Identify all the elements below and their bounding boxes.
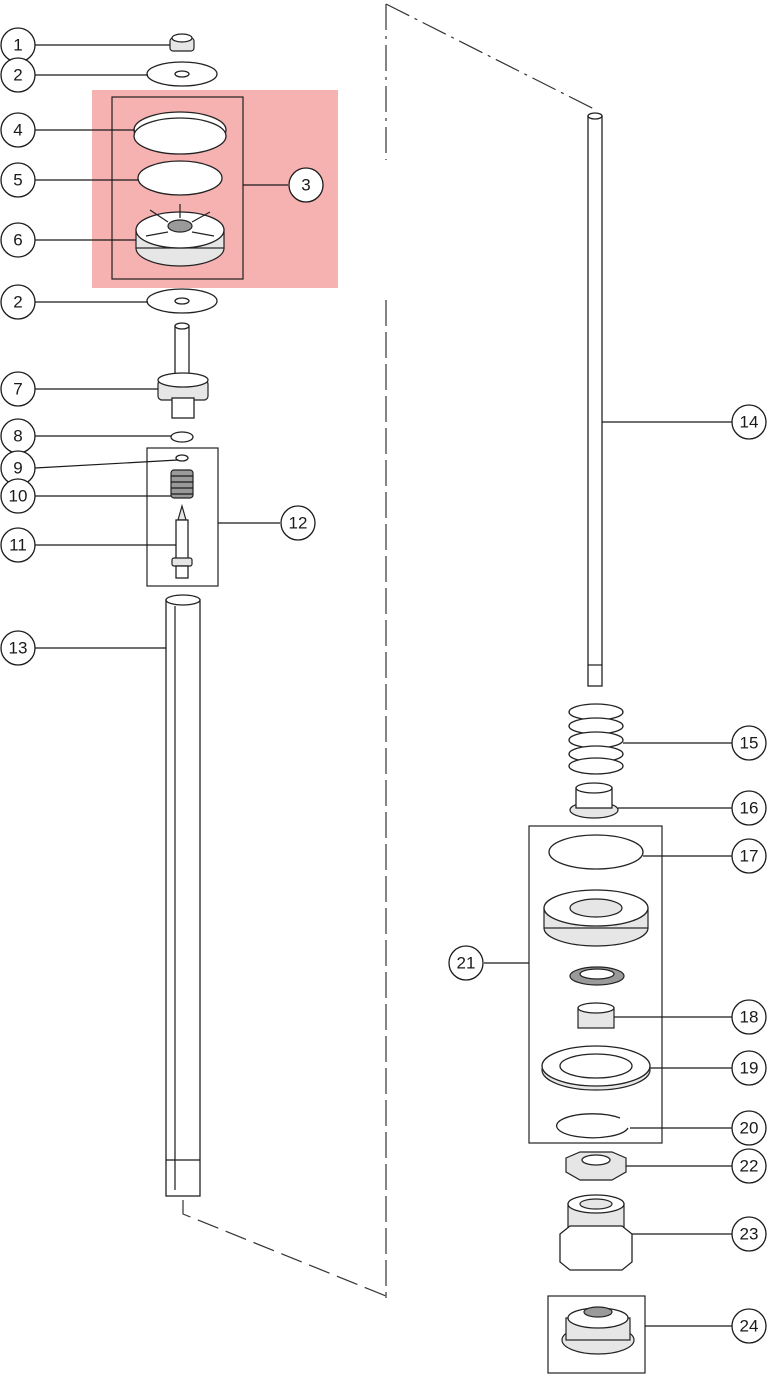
part-4-ring: [133, 111, 227, 155]
callout-label: 3: [301, 176, 310, 195]
callout-12: 12: [280, 505, 316, 541]
callout-2-bottom: 2: [0, 284, 36, 320]
callout-label: 18: [740, 1008, 759, 1027]
part-15-large-spring: [568, 703, 624, 775]
callout-21: 21: [448, 945, 484, 981]
part-2-washer-bottom: [146, 288, 218, 314]
callout-19: 19: [731, 1050, 767, 1086]
callout-23: 23: [731, 1216, 767, 1252]
part-22-hex-nut: [565, 1151, 627, 1181]
kit-box-24: [547, 1295, 646, 1374]
part-16-spring-seat: [569, 782, 619, 819]
callout-label: 5: [13, 171, 22, 190]
part-1-cap-nut: [169, 33, 195, 52]
callout-label: 13: [9, 639, 28, 658]
part-10-spring: [170, 469, 194, 499]
callout-label: 23: [740, 1225, 759, 1244]
callout-16: 16: [731, 790, 767, 826]
callout-label: 2: [13, 293, 22, 312]
part-13-riser-tube: [165, 594, 201, 1197]
callout-1: 1: [0, 27, 36, 63]
callout-7: 7: [0, 371, 36, 407]
part-19-washer: [541, 1045, 651, 1091]
part-17-o-ring: [548, 834, 644, 870]
callout-label: 21: [457, 954, 476, 973]
callout-24: 24: [731, 1308, 767, 1344]
callout-label: 15: [740, 734, 759, 753]
connection-dashed-line: [182, 3, 597, 1298]
callout-label: 1: [13, 36, 22, 55]
callout-label: 20: [740, 1119, 759, 1138]
callout-10: 10: [0, 478, 36, 514]
callout-label: 10: [9, 487, 28, 506]
part-6-impeller: [135, 204, 225, 267]
callout-label: 8: [13, 427, 22, 446]
callout-20: 20: [731, 1110, 767, 1146]
part-5-o-ring: [137, 160, 223, 196]
callout-22: 22: [731, 1148, 767, 1184]
callout-label: 2: [13, 66, 22, 85]
part-9-seal: [175, 454, 189, 462]
callout-label: 22: [740, 1157, 759, 1176]
callout-label: 14: [740, 413, 759, 432]
callout-label: 4: [13, 121, 22, 140]
part-8-small-washer: [170, 431, 194, 443]
callout-label: 7: [13, 380, 22, 399]
callout-11: 11: [0, 527, 36, 563]
callout-15: 15: [731, 725, 767, 761]
kit-box-12: [146, 447, 219, 587]
part-7-shaft-body: [157, 322, 209, 419]
callout-8: 8: [0, 418, 36, 454]
callout-3: 3: [288, 167, 324, 203]
kit-box-3: [111, 96, 244, 280]
callout-label: 24: [740, 1317, 759, 1336]
callout-label: 19: [740, 1059, 759, 1078]
part-21-seal-housing: [543, 889, 649, 947]
part-24-valve-cartridge: [561, 1306, 635, 1355]
callout-14: 14: [731, 404, 767, 440]
callout-label: 17: [740, 847, 759, 866]
callout-label: 11: [9, 536, 27, 555]
callout-6: 6: [0, 222, 36, 258]
part-14-pump-rod: [587, 112, 603, 687]
callout-label: 9: [13, 459, 22, 478]
callout-18: 18: [731, 999, 767, 1035]
callout-13: 13: [0, 630, 36, 666]
callout-2-top: 2: [0, 57, 36, 93]
callout-label: 12: [289, 514, 308, 533]
kit-box-21: [528, 825, 663, 1144]
callout-4: 4: [0, 112, 36, 148]
leader-lines: [34, 44, 732, 1327]
callout-label: 6: [13, 231, 22, 250]
callout-5: 5: [0, 162, 36, 198]
part-21-seal-ring: [569, 966, 625, 986]
callout-17: 17: [731, 838, 767, 874]
part-18-bushing: [577, 1002, 615, 1029]
part-23-fitting: [559, 1194, 633, 1271]
callout-label: 16: [740, 799, 759, 818]
part-2-washer-top: [146, 61, 218, 87]
part-20-snap-ring: [556, 1113, 629, 1139]
part-11-valve-pin: [171, 503, 193, 579]
